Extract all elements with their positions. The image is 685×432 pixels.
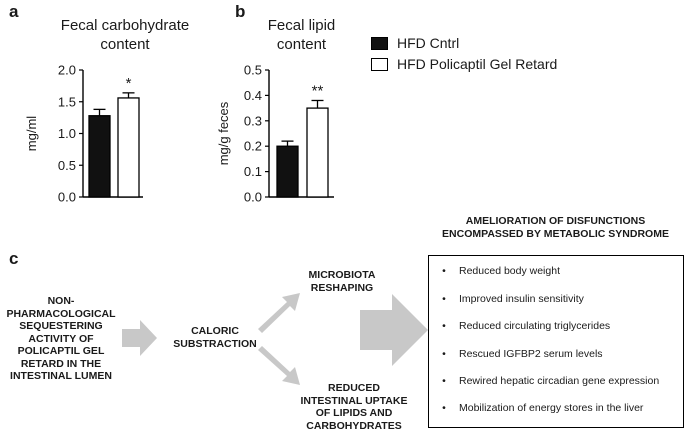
outcome-title: AMELIORATION OF DISFUNCTIONS ENCOMPASSED…	[442, 215, 669, 240]
chart-a-title: Fecal carbohydrate content	[60, 17, 190, 53]
y-axis-title: mg/g feces	[216, 101, 231, 165]
y-tick-label: 0.3	[244, 113, 262, 128]
bar	[88, 115, 111, 198]
panel-label-a: a	[9, 2, 19, 21]
y-tick-label: 0.4	[244, 88, 262, 103]
outcome-text: Improved insulin sensitivity	[459, 293, 584, 305]
y-tick-label: 1.0	[58, 126, 76, 141]
bullet-icon: •	[442, 320, 446, 332]
chart-b-title: Fecal lipid content	[267, 17, 336, 53]
y-tick-label: 0.2	[244, 139, 262, 154]
outcome-text: Reduced body weight	[459, 265, 560, 277]
y-tick-label: 2.0	[58, 63, 76, 78]
outcome-item: • Improved insulin sensitivity	[429, 293, 684, 305]
diagram-arrows	[122, 293, 428, 385]
microbiota-text: MICROBIOTA RESHAPING	[308, 269, 376, 294]
significance-label: **	[312, 82, 324, 99]
panel-label-c: c	[9, 249, 19, 268]
outcome-box: • Reduced body weight • Improved insulin…	[428, 255, 684, 428]
arrow-to-uptake	[258, 346, 300, 385]
bullet-icon: •	[442, 265, 446, 277]
legend-item-control: HFD Cntrl	[371, 35, 557, 51]
bullet-icon: •	[442, 375, 446, 387]
arrow-to-microbiota	[258, 293, 300, 333]
charts-svg: 0.0 0.5 1.0 1.5 2.0 mg/ml * 0.0 0.1 0.2 0.3 0.4 0.5…	[24, 63, 334, 205]
bar	[276, 145, 299, 198]
y-tick-label: 0.0	[58, 190, 76, 205]
outcome-item: • Rescued IGFBP2 serum levels	[429, 348, 684, 360]
caloric-text: CALORIC SUBSTRACTION	[173, 325, 257, 350]
outcome-text: Rescued IGFBP2 serum levels	[459, 348, 603, 360]
legend-swatch-treated	[371, 57, 388, 71]
bullet-icon: •	[442, 348, 446, 360]
legend-item-treated: HFD Policaptil Gel Retard	[371, 56, 557, 72]
bullet-icon: •	[442, 293, 446, 305]
panel-label-b: b	[235, 2, 246, 21]
uptake-text: REDUCED INTESTINAL UPTAKE OF LIPIDS AND …	[300, 382, 408, 432]
chart-a: 0.0 0.5 1.0 1.5 2.0 mg/ml *	[24, 63, 143, 205]
bullet-icon: •	[442, 402, 446, 414]
arrow-to-caloric	[122, 320, 157, 356]
bar	[306, 107, 329, 198]
y-tick-label: 0.5	[244, 63, 262, 78]
legend-label-treated: HFD Policaptil Gel Retard	[397, 56, 558, 72]
bar	[117, 97, 140, 198]
legend-swatch-control	[371, 36, 388, 50]
outcome-text: Mobilization of energy stores in the liv…	[459, 402, 644, 414]
outcome-item: • Reduced circulating triglycerides	[429, 320, 684, 332]
outcome-item: • Mobilization of energy stores in the l…	[429, 402, 684, 414]
outcome-item: • Reduced body weight	[429, 265, 684, 277]
y-tick-label: 1.5	[58, 94, 76, 109]
outcome-text: Reduced circulating triglycerides	[459, 320, 611, 332]
arrow-to-outcomes	[360, 294, 428, 366]
source-text: NON-PHARMACOLOGICAL SEQUESTERING ACTIVIT…	[6, 295, 116, 382]
y-axis-title: mg/ml	[24, 116, 39, 152]
legend-label-control: HFD Cntrl	[397, 35, 460, 51]
legend: HFD Cntrl HFD Policaptil Gel Retard	[371, 35, 557, 72]
outcome-item: • Rewired hepatic circadian gene express…	[429, 375, 684, 387]
y-tick-label: 0.5	[58, 158, 76, 173]
outcome-text: Rewired hepatic circadian gene expressio…	[459, 375, 660, 387]
y-tick-label: 0.1	[244, 164, 262, 179]
significance-label: *	[126, 75, 132, 92]
y-tick-label: 0.0	[244, 190, 262, 205]
chart-b: 0.0 0.1 0.2 0.3 0.4 0.5 mg/g feces **	[216, 63, 334, 205]
